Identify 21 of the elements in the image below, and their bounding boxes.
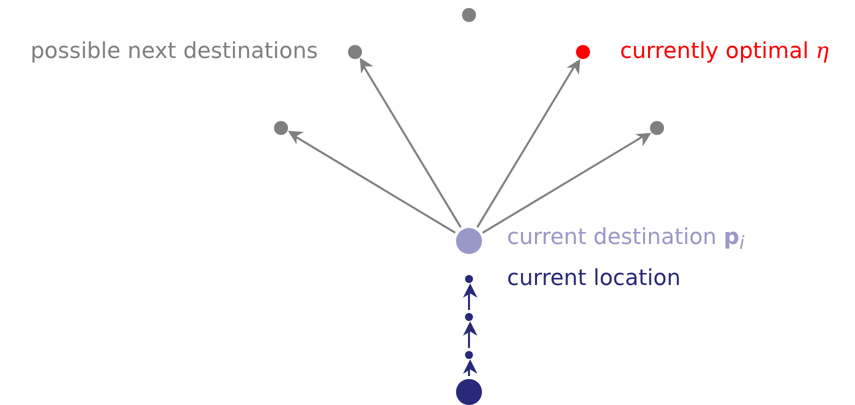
- point-marker: [650, 121, 664, 135]
- point-label: currently optimal η: [620, 39, 829, 65]
- point-label: possible next destinations: [30, 39, 318, 65]
- arrow: [476, 58, 580, 228]
- point-marker: [456, 379, 482, 405]
- point-marker: [274, 121, 288, 135]
- arrow: [360, 58, 462, 228]
- arrow: [463, 283, 478, 310]
- arrow: [463, 321, 478, 348]
- arrow: [288, 130, 456, 234]
- point-marker: [465, 313, 473, 321]
- point-marker: [465, 275, 473, 283]
- point-label: current location: [507, 266, 681, 292]
- point-marker: [456, 228, 482, 254]
- point-marker: [465, 351, 473, 359]
- point-marker: [576, 45, 590, 59]
- arrow: [482, 132, 652, 234]
- point-label: current destination p$_{i}$: [507, 224, 744, 256]
- arrow: [463, 359, 478, 376]
- point-marker: [462, 8, 476, 22]
- point-marker: [348, 45, 362, 59]
